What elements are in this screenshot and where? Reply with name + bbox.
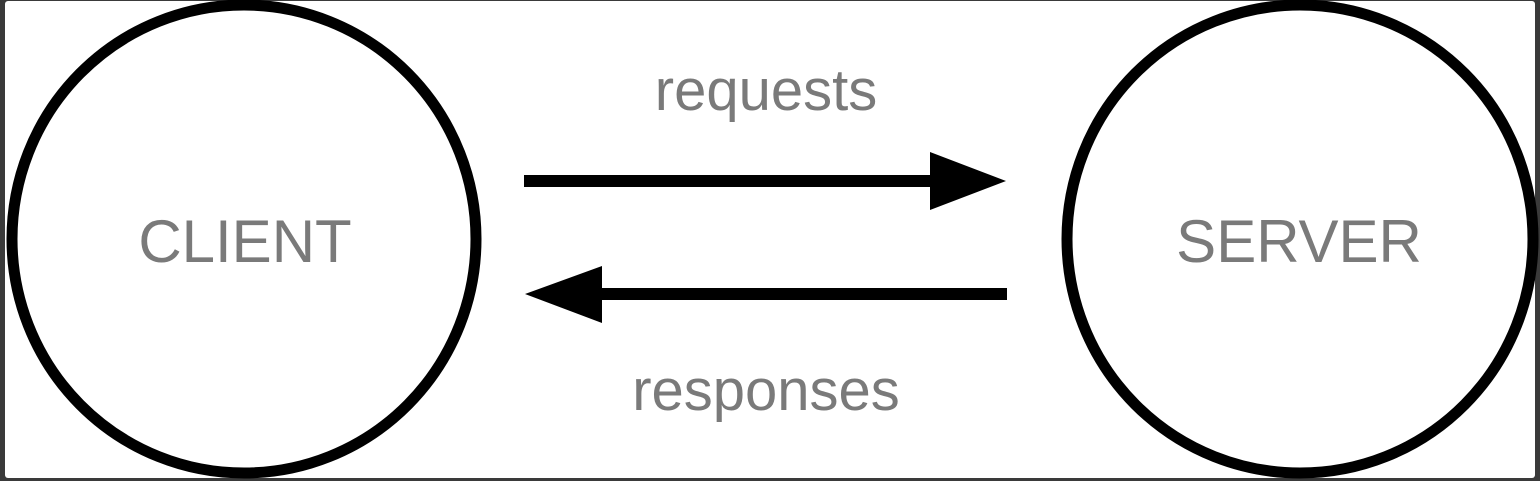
responses-label: responses <box>632 358 900 423</box>
server-label: SERVER <box>1176 208 1422 275</box>
client-circle <box>6 0 482 479</box>
server-circle <box>1061 0 1539 479</box>
responses-edge: responses <box>525 266 1007 423</box>
diagram-panel <box>5 1 1535 478</box>
responses-arrow-shaft <box>596 288 1007 300</box>
requests-arrowhead <box>930 152 1006 210</box>
requests-arrow-shaft <box>524 175 936 187</box>
requests-label: requests <box>655 58 877 123</box>
client-node: CLIENT <box>6 0 482 479</box>
client-label: CLIENT <box>138 208 351 275</box>
server-node: SERVER <box>1061 0 1539 479</box>
responses-arrowhead <box>525 266 602 323</box>
requests-edge: requests <box>524 58 1006 210</box>
